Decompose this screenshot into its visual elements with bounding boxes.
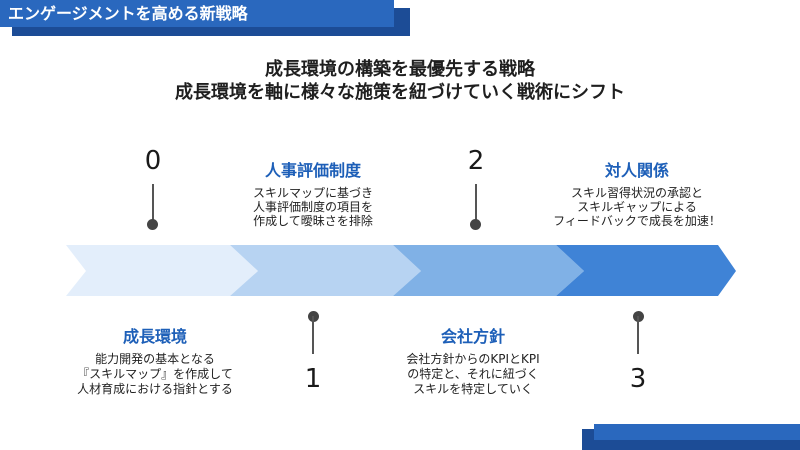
chevron-step-3	[556, 245, 736, 296]
step-0-number: 0	[144, 146, 162, 176]
step-2-desc-3: スキルを特定していく	[413, 382, 533, 396]
step-0-title: 成長環境	[122, 327, 187, 346]
step-0-pin-dot	[147, 219, 158, 230]
step-1-number: 1	[304, 364, 322, 394]
chevron-step-0	[66, 245, 258, 296]
step-2-pin-dot	[470, 219, 481, 230]
headline-secondary: 成長環境を軸に様々な施策を紐づけていく戦術にシフト	[175, 82, 625, 103]
step-3-pin-line	[637, 316, 639, 354]
step-2-desc-1: 会社方針からのKPIとKPI	[406, 352, 540, 366]
step-3-number: 3	[629, 364, 647, 394]
step-0-desc-2: 『スキルマップ』を作成して	[77, 367, 233, 381]
step-1-desc-3: 作成して曖昧さを排除	[253, 214, 373, 228]
slide-title: エンゲージメントを高める新戦略	[8, 4, 248, 23]
chevron-step-1	[230, 245, 421, 296]
step-1-desc-2: 人事評価制度の項目を	[252, 200, 373, 214]
step-3-desc-1: スキル習得状況の承認と	[570, 186, 703, 200]
step-1-desc-1: スキルマップに基づき	[252, 186, 373, 200]
step-0-desc-3: 人材育成における指針とする	[77, 382, 233, 396]
step-2-desc-2: の特定と、それに紐づく	[407, 367, 539, 381]
headline-primary: 成長環境の構築を最優先する戦略	[265, 59, 535, 80]
step-2-title: 会社方針	[440, 327, 505, 346]
step-1-pin-line	[312, 316, 314, 354]
step-3-desc-3: フィードバックで成長を加速！	[553, 214, 721, 228]
step-0-pin-line	[152, 184, 154, 222]
step-2-pin-line	[475, 184, 477, 222]
step-1-title: 人事評価制度	[264, 161, 361, 180]
step-2-number: 2	[467, 146, 485, 176]
title-bar	[0, 0, 394, 27]
step-0-desc-1: 能力開発の基本となる	[95, 352, 215, 366]
chevron-step-2	[393, 245, 584, 296]
step-3-title: 対人関係	[604, 161, 669, 180]
footer-accent-bar-top	[594, 424, 800, 440]
step-3-desc-2: スキルギャップによる	[577, 200, 697, 214]
